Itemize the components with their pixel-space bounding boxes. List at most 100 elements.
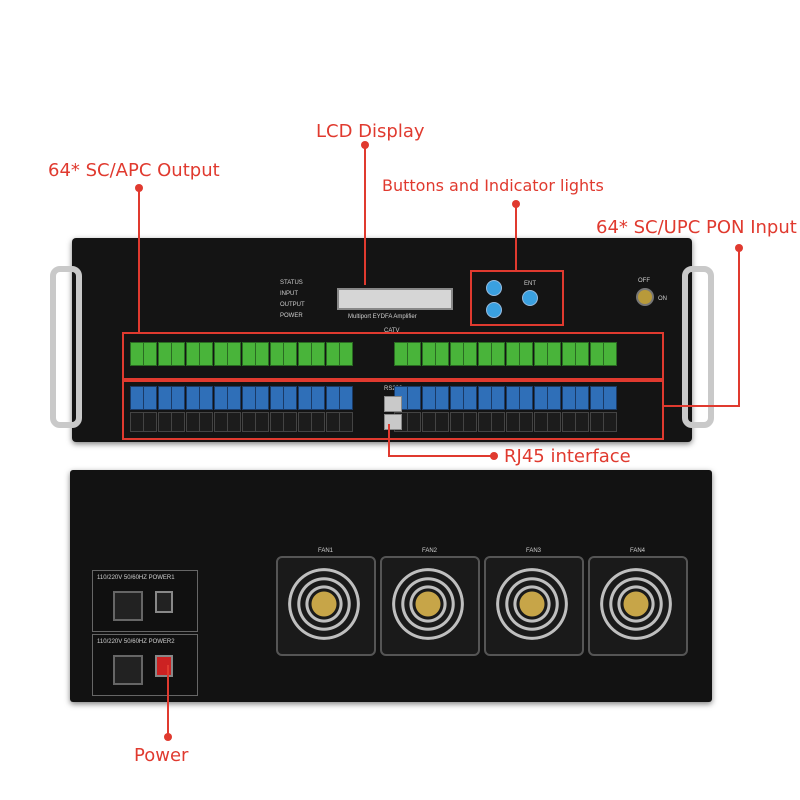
- sc-port[interactable]: [407, 412, 421, 432]
- sc-port[interactable]: [450, 412, 464, 432]
- sc-port[interactable]: [519, 342, 533, 366]
- sc-port[interactable]: [519, 412, 533, 432]
- sc-port[interactable]: [478, 342, 492, 366]
- power-switch-1[interactable]: [155, 591, 173, 613]
- sc-port[interactable]: [143, 342, 157, 366]
- sc-port[interactable]: [575, 412, 589, 432]
- sc-port[interactable]: [339, 412, 353, 432]
- sc-port[interactable]: [603, 342, 617, 366]
- sc-port[interactable]: [435, 342, 449, 366]
- sc-port[interactable]: [590, 412, 604, 432]
- sc-port[interactable]: [463, 342, 477, 366]
- sc-port[interactable]: [199, 412, 213, 432]
- sc-port[interactable]: [270, 412, 284, 432]
- sc-port[interactable]: [519, 386, 533, 410]
- sc-port[interactable]: [491, 412, 505, 432]
- sc-port[interactable]: [562, 386, 576, 410]
- sc-port[interactable]: [590, 386, 604, 410]
- sc-port[interactable]: [506, 342, 520, 366]
- sc-port[interactable]: [311, 342, 325, 366]
- sc-port[interactable]: [603, 386, 617, 410]
- sc-port[interactable]: [227, 342, 241, 366]
- sc-port[interactable]: [339, 386, 353, 410]
- sc-port[interactable]: [506, 386, 520, 410]
- sc-port[interactable]: [255, 412, 269, 432]
- sc-port[interactable]: [339, 342, 353, 366]
- sc-port[interactable]: [298, 386, 312, 410]
- rj45-port[interactable]: [384, 396, 402, 412]
- sc-port[interactable]: [171, 386, 185, 410]
- sc-port[interactable]: [298, 412, 312, 432]
- sc-port[interactable]: [326, 412, 340, 432]
- sc-port[interactable]: [435, 412, 449, 432]
- sc-port[interactable]: [407, 386, 421, 410]
- sc-port[interactable]: [562, 342, 576, 366]
- sc-port[interactable]: [547, 342, 561, 366]
- sc-port[interactable]: [199, 386, 213, 410]
- key-switch-icon[interactable]: [636, 288, 654, 306]
- sc-port[interactable]: [283, 412, 297, 432]
- sc-port[interactable]: [242, 412, 256, 432]
- sc-port[interactable]: [463, 386, 477, 410]
- sc-port[interactable]: [422, 412, 436, 432]
- sc-port[interactable]: [242, 386, 256, 410]
- sc-port[interactable]: [506, 412, 520, 432]
- sc-port[interactable]: [491, 342, 505, 366]
- sc-port[interactable]: [478, 412, 492, 432]
- sc-port[interactable]: [590, 342, 604, 366]
- sc-port[interactable]: [283, 342, 297, 366]
- sc-port[interactable]: [227, 386, 241, 410]
- down-button[interactable]: [486, 302, 502, 318]
- sc-port[interactable]: [186, 412, 200, 432]
- sc-port[interactable]: [463, 412, 477, 432]
- sc-port[interactable]: [534, 342, 548, 366]
- sc-port[interactable]: [298, 342, 312, 366]
- sc-port[interactable]: [311, 386, 325, 410]
- sc-port[interactable]: [534, 386, 548, 410]
- sc-port[interactable]: [171, 342, 185, 366]
- sc-port[interactable]: [575, 342, 589, 366]
- sc-port[interactable]: [214, 412, 228, 432]
- sc-port[interactable]: [407, 342, 421, 366]
- up-button[interactable]: [486, 280, 502, 296]
- sc-port[interactable]: [158, 412, 172, 432]
- sc-port[interactable]: [534, 412, 548, 432]
- rj45-port[interactable]: [384, 414, 402, 430]
- sc-port[interactable]: [422, 386, 436, 410]
- sc-port[interactable]: [575, 386, 589, 410]
- sc-port[interactable]: [214, 386, 228, 410]
- sc-port[interactable]: [242, 342, 256, 366]
- sc-port[interactable]: [491, 386, 505, 410]
- sc-port[interactable]: [603, 412, 617, 432]
- sc-port[interactable]: [143, 386, 157, 410]
- sc-port[interactable]: [214, 342, 228, 366]
- sc-port[interactable]: [394, 342, 408, 366]
- sc-port[interactable]: [422, 342, 436, 366]
- enter-button[interactable]: [522, 290, 538, 306]
- ac-inlet-icon[interactable]: [113, 591, 143, 621]
- sc-port[interactable]: [547, 412, 561, 432]
- sc-port[interactable]: [562, 412, 576, 432]
- sc-port[interactable]: [171, 412, 185, 432]
- sc-port[interactable]: [435, 386, 449, 410]
- sc-port[interactable]: [450, 342, 464, 366]
- sc-port[interactable]: [255, 386, 269, 410]
- sc-port[interactable]: [130, 412, 144, 432]
- sc-port[interactable]: [158, 386, 172, 410]
- sc-port[interactable]: [283, 386, 297, 410]
- sc-port[interactable]: [270, 342, 284, 366]
- sc-port[interactable]: [199, 342, 213, 366]
- ac-inlet-icon[interactable]: [113, 655, 143, 685]
- sc-port[interactable]: [186, 386, 200, 410]
- sc-port[interactable]: [450, 386, 464, 410]
- sc-port[interactable]: [326, 386, 340, 410]
- sc-port[interactable]: [158, 342, 172, 366]
- sc-port[interactable]: [547, 386, 561, 410]
- sc-port[interactable]: [270, 386, 284, 410]
- sc-port[interactable]: [130, 386, 144, 410]
- sc-port[interactable]: [143, 412, 157, 432]
- sc-port[interactable]: [227, 412, 241, 432]
- power-switch-2[interactable]: [155, 655, 173, 677]
- sc-port[interactable]: [130, 342, 144, 366]
- sc-port[interactable]: [478, 386, 492, 410]
